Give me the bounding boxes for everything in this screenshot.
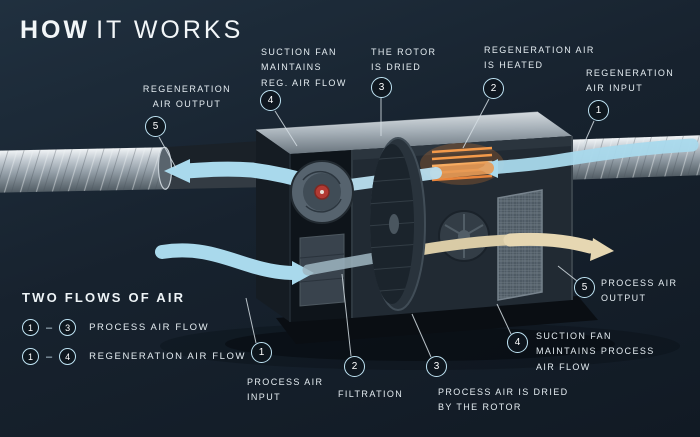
legend-marker-end: 3 <box>59 319 77 336</box>
leader-line <box>411 313 432 358</box>
legend-range-dash: – <box>46 350 53 363</box>
process-output-arrowhead <box>590 238 614 261</box>
process-dried-flow <box>414 234 516 256</box>
legend-marker-start: 1 <box>22 319 39 336</box>
marker-rotor-is-dried: 3 <box>371 77 392 98</box>
marker-regeneration-air-heated: 2 <box>483 78 504 99</box>
marker-process-air-dried: 3 <box>426 356 447 377</box>
regeneration-output-arrowhead <box>164 159 190 183</box>
legend-marker-end: 4 <box>59 348 77 365</box>
marker-suction-fan-reg: 4 <box>260 90 281 111</box>
machine-top-face <box>256 112 572 154</box>
marker-regeneration-air-output: 5 <box>145 116 166 137</box>
rotor <box>370 137 426 311</box>
machine-left-face <box>256 130 290 322</box>
leader-line <box>582 120 595 147</box>
marker-filtration: 2 <box>344 356 365 377</box>
legend-row-process: 1 – 3 PROCESS AIR FLOW <box>22 319 246 336</box>
process-input-flow <box>155 243 301 280</box>
label-process-air-output: PROCESS AIR OUTPUT <box>601 278 678 304</box>
leader-lines <box>158 98 595 358</box>
title-strong: HOW <box>20 16 91 44</box>
label-suction-fan-reg: SUCTION FAN MAINTAINS REG. AIR FLOW <box>261 47 347 88</box>
process-fan <box>438 210 490 262</box>
process-output-flow <box>503 232 597 254</box>
leader-line <box>274 110 298 147</box>
legend: TWO FLOWS OF AIR 1 – 3 PROCESS AIR FLOW … <box>22 290 246 365</box>
label-suction-fan-process: SUCTION FAN MAINTAINS PROCESS AIR FLOW <box>536 331 655 372</box>
label-regeneration-air-output: REGENERATION AIR OUTPUT <box>142 84 232 110</box>
machine-base <box>276 296 598 344</box>
marker-suction-fan-process: 4 <box>507 332 528 353</box>
marker-process-air-input: 1 <box>251 342 272 363</box>
dehumidifier-unit <box>255 111 598 344</box>
label-process-air-input: PROCESS AIR INPUT <box>247 377 324 403</box>
legend-label-process: PROCESS AIR FLOW <box>89 322 210 333</box>
legend-range-dash: – <box>46 321 53 334</box>
heated-flow <box>430 162 494 179</box>
label-filtration: FILTRATION <box>338 389 404 399</box>
marker-process-air-output: 5 <box>574 277 595 298</box>
marker-regeneration-air-input: 1 <box>588 100 609 121</box>
label-rotor-is-dried: THE ROTOR IS DRIED <box>371 47 437 73</box>
leader-line <box>557 265 578 282</box>
regeneration-fan <box>290 160 354 224</box>
label-regeneration-air-heated: REGENERATION AIR IS HEATED <box>484 45 595 71</box>
leader-line <box>496 303 512 335</box>
leader-line <box>462 98 490 149</box>
legend-label-regeneration: REGENERATION AIR FLOW <box>89 351 247 362</box>
legend-row-regeneration: 1 – 4 REGENERATION AIR FLOW <box>22 348 246 365</box>
title-rest: IT WORKS <box>96 16 244 44</box>
process-input-arrowhead <box>292 261 314 285</box>
leader-line <box>341 273 352 357</box>
regeneration-input-flow <box>483 138 699 175</box>
leader-line <box>158 136 177 169</box>
label-process-air-dried: PROCESS AIR IS DRIED BY THE ROTOR <box>438 387 569 413</box>
label-regeneration-air-input: REGENERATION AIR INPUT <box>586 68 675 94</box>
legend-title: TWO FLOWS OF AIR <box>22 290 186 305</box>
legend-marker-start: 1 <box>22 348 39 365</box>
leader-line <box>245 297 257 344</box>
